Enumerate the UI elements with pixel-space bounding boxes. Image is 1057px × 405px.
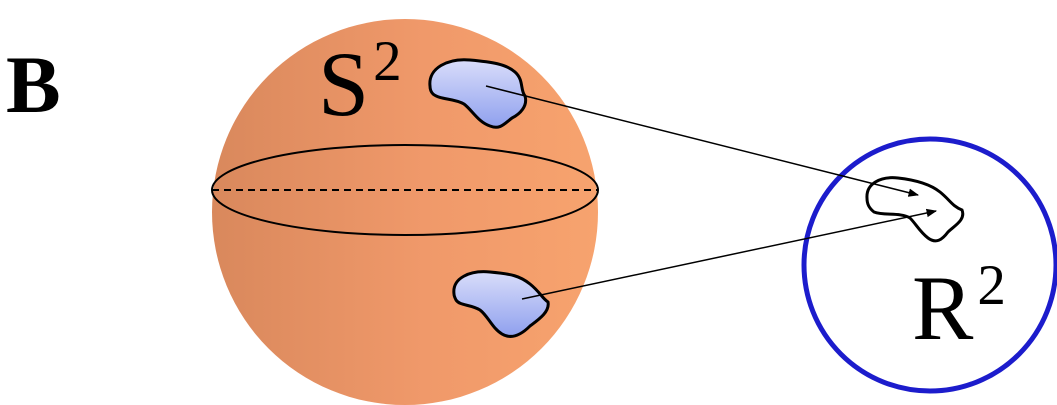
sphere [212,19,598,405]
sphere-label: S2 [318,38,402,130]
plane-label-base: R [912,257,973,359]
sphere-label-base: S [318,33,369,135]
panel-label: B [6,44,61,126]
sphere-body [212,19,598,405]
plane-label-exponent: 2 [977,254,1006,317]
plane-label: R2 [912,262,1006,354]
sphere-label-exponent: 2 [373,30,402,93]
